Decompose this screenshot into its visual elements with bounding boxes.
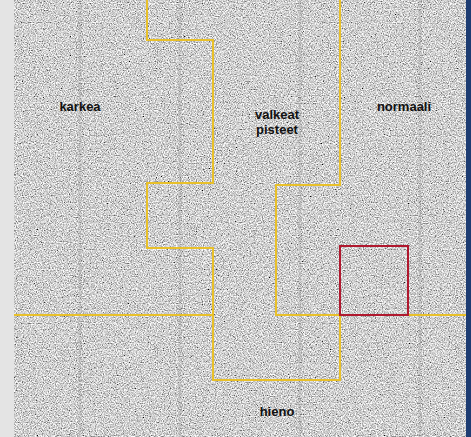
region-label: karkea (25, 99, 135, 114)
region-label: normaali (349, 99, 459, 114)
region-label: hieno (222, 404, 332, 419)
region-borders (14, 0, 466, 380)
noise-field (14, 0, 466, 437)
scan-stripes (80, 0, 420, 437)
margin-strip (0, 0, 14, 437)
region-label: valkeat pisteet (237, 107, 317, 137)
edge-bar (466, 0, 471, 437)
zoom-square (340, 246, 408, 315)
